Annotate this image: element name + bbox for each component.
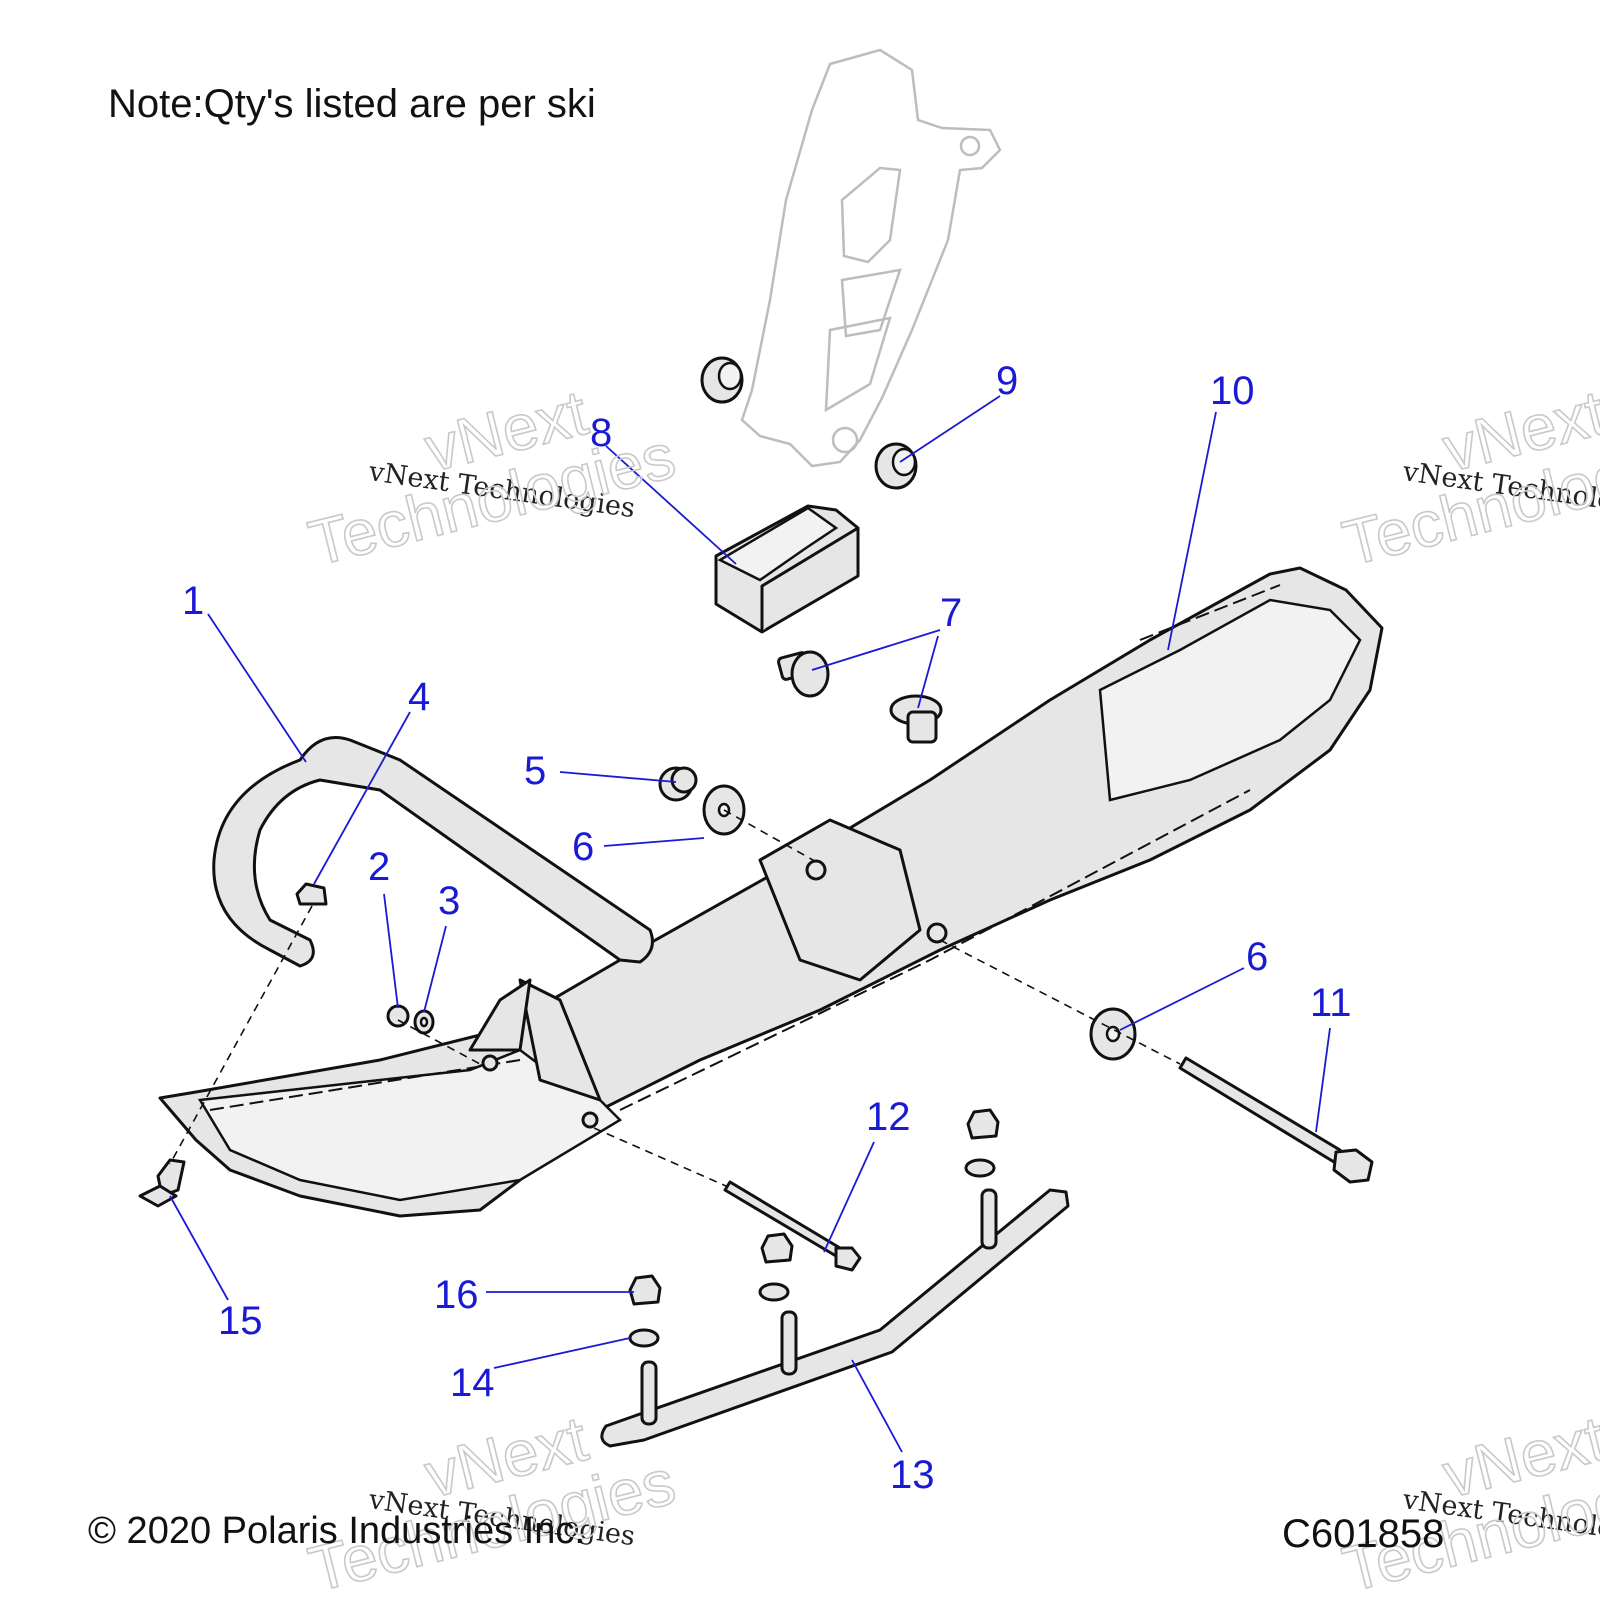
assembly-lines bbox=[169, 809, 1181, 1187]
ski-body bbox=[158, 566, 1384, 1218]
flange-bushing-upper bbox=[777, 650, 830, 698]
callout-7-upper: 7 bbox=[940, 591, 962, 635]
callout-1: 1 bbox=[182, 579, 204, 623]
callout-4: 4 bbox=[408, 675, 430, 719]
callout-8: 8 bbox=[590, 411, 612, 455]
ski-saddle bbox=[714, 504, 860, 634]
nose-bolt bbox=[138, 1158, 186, 1208]
callout-14: 14 bbox=[450, 1361, 495, 1405]
runner-washers bbox=[628, 1158, 996, 1348]
copyright-notice: © 2020 Polaris Industries Inc. bbox=[88, 1510, 585, 1552]
handle-end-cap bbox=[295, 882, 328, 906]
callout-6-upper: 6 bbox=[572, 825, 594, 869]
diagram-id: C601858 bbox=[1282, 1512, 1445, 1556]
carbide-runner bbox=[600, 1188, 1070, 1448]
pivot-bolt bbox=[1178, 1056, 1374, 1184]
callout-2: 2 bbox=[368, 845, 390, 889]
flange-bushing-lower bbox=[889, 694, 943, 744]
callout-labels: 1 2 3 4 5 6 6 7 7 8 9 10 11 12 13 14 15 … bbox=[182, 359, 1352, 1497]
washer bbox=[413, 1009, 435, 1035]
callout-13: 13 bbox=[890, 1453, 935, 1497]
runner-nuts bbox=[628, 1108, 1000, 1306]
spindle-ghost bbox=[740, 48, 1002, 468]
pivot-washer-lower bbox=[1089, 1007, 1137, 1061]
callout-16: 16 bbox=[434, 1273, 479, 1317]
callout-5: 5 bbox=[524, 749, 546, 793]
callout-12: 12 bbox=[866, 1095, 911, 1139]
callout-11: 11 bbox=[1310, 981, 1352, 1025]
spindle-bushing-upper bbox=[700, 356, 744, 404]
callout-9: 9 bbox=[996, 359, 1018, 403]
spindle-bushing bbox=[874, 442, 918, 490]
callout-leaders bbox=[169, 395, 1331, 1453]
watermarks: vNext Technologies vNext Technologies vN… bbox=[301, 375, 1600, 1600]
callout-15: 15 bbox=[218, 1299, 263, 1343]
pivot-bushing bbox=[658, 766, 698, 802]
ski-handle bbox=[212, 736, 654, 968]
callout-10: 10 bbox=[1210, 369, 1255, 413]
callout-3: 3 bbox=[438, 879, 460, 923]
quantity-note: Note:Qty's listed are per ski bbox=[108, 82, 596, 126]
wear-bar-bolt bbox=[723, 1180, 862, 1272]
callout-6-lower: 6 bbox=[1246, 935, 1268, 979]
